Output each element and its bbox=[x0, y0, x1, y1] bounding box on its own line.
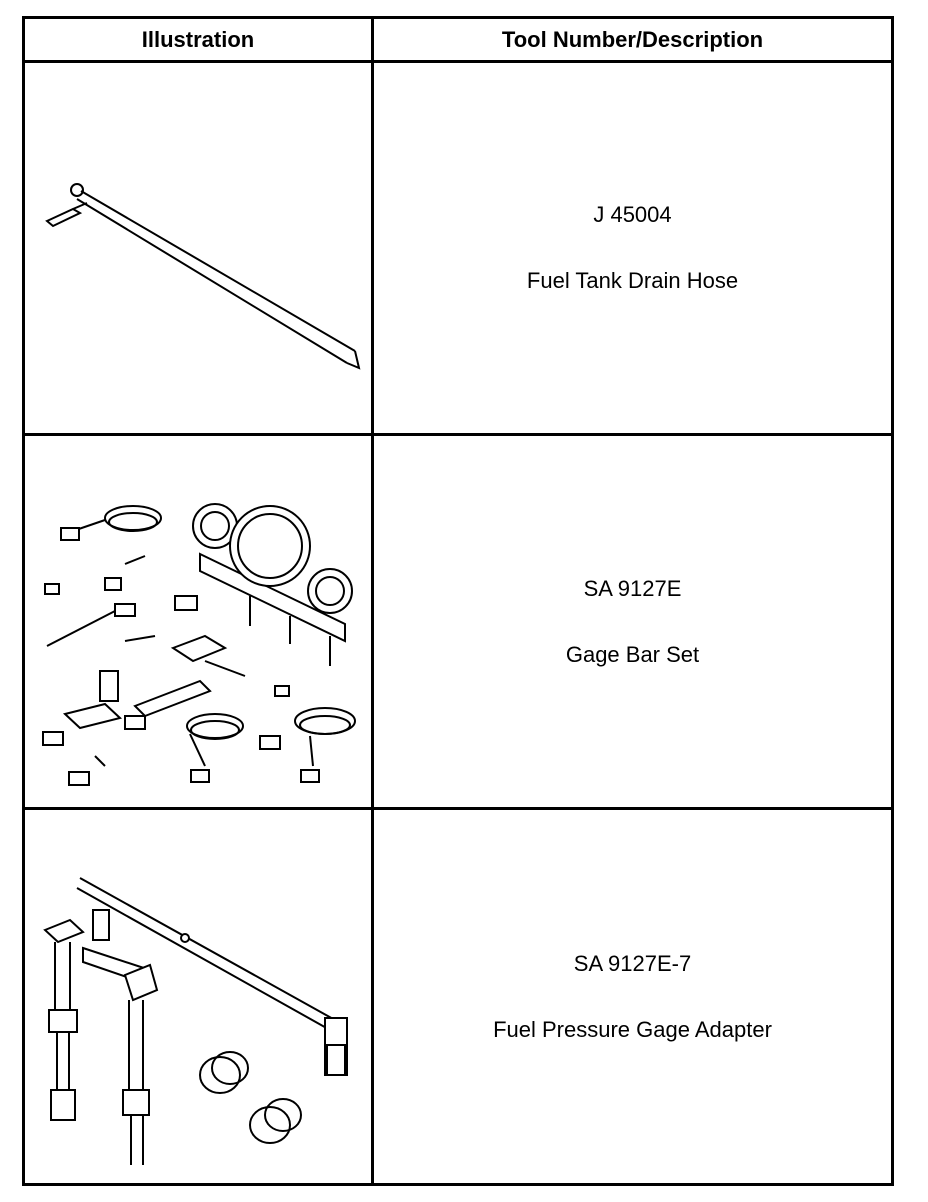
header-divider bbox=[25, 60, 891, 63]
header-illustration: Illustration bbox=[141, 26, 255, 52]
column-divider bbox=[371, 19, 374, 1183]
header-tool-number: Tool Number/Description bbox=[501, 26, 764, 52]
table-row-illustration bbox=[25, 63, 371, 433]
table-row: J 45004 Fuel Tank Drain Hose bbox=[374, 63, 891, 433]
tool-table: Illustration Tool Number/Description J 4… bbox=[22, 16, 894, 1186]
tool-description: Fuel Tank Drain Hose bbox=[526, 268, 739, 293]
tool-number: SA 9127E bbox=[583, 575, 682, 601]
table-row-illustration bbox=[25, 436, 371, 807]
fuel-pressure-adapter-icon bbox=[43, 877, 348, 1165]
tool-number: SA 9127E-7 bbox=[573, 950, 692, 976]
table-row-illustration bbox=[25, 810, 371, 1183]
tool-number: J 45004 bbox=[593, 202, 672, 227]
gage-bar-set-icon bbox=[42, 503, 356, 786]
row-divider bbox=[25, 433, 891, 436]
row-divider bbox=[25, 807, 891, 810]
table-row: SA 9127E-7 Fuel Pressure Gage Adapter bbox=[374, 810, 891, 1183]
tool-description: Fuel Pressure Gage Adapter bbox=[493, 1016, 772, 1042]
tool-description: Gage Bar Set bbox=[565, 641, 700, 667]
table-row: SA 9127E Gage Bar Set bbox=[374, 436, 891, 807]
drain-hose-icon bbox=[45, 183, 361, 370]
